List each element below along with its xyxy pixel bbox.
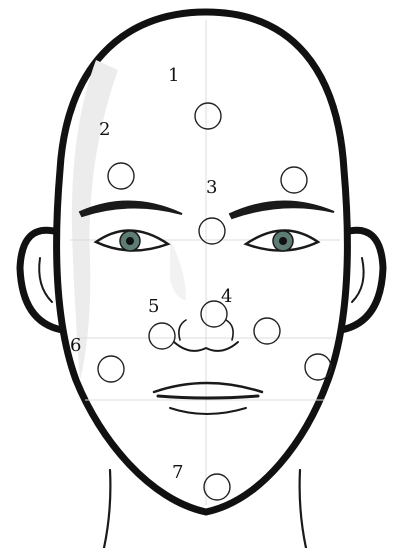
point-7-label: 7 <box>172 462 183 483</box>
point-6-label: 6 <box>70 335 81 356</box>
point-1-label: 1 <box>168 65 179 86</box>
left-pupil <box>126 237 134 245</box>
point-2-label: 2 <box>99 119 110 140</box>
point-4-label: 4 <box>221 286 232 307</box>
right-pupil <box>279 237 287 245</box>
point-5-label: 5 <box>148 296 159 317</box>
point-3-label: 3 <box>206 177 217 198</box>
